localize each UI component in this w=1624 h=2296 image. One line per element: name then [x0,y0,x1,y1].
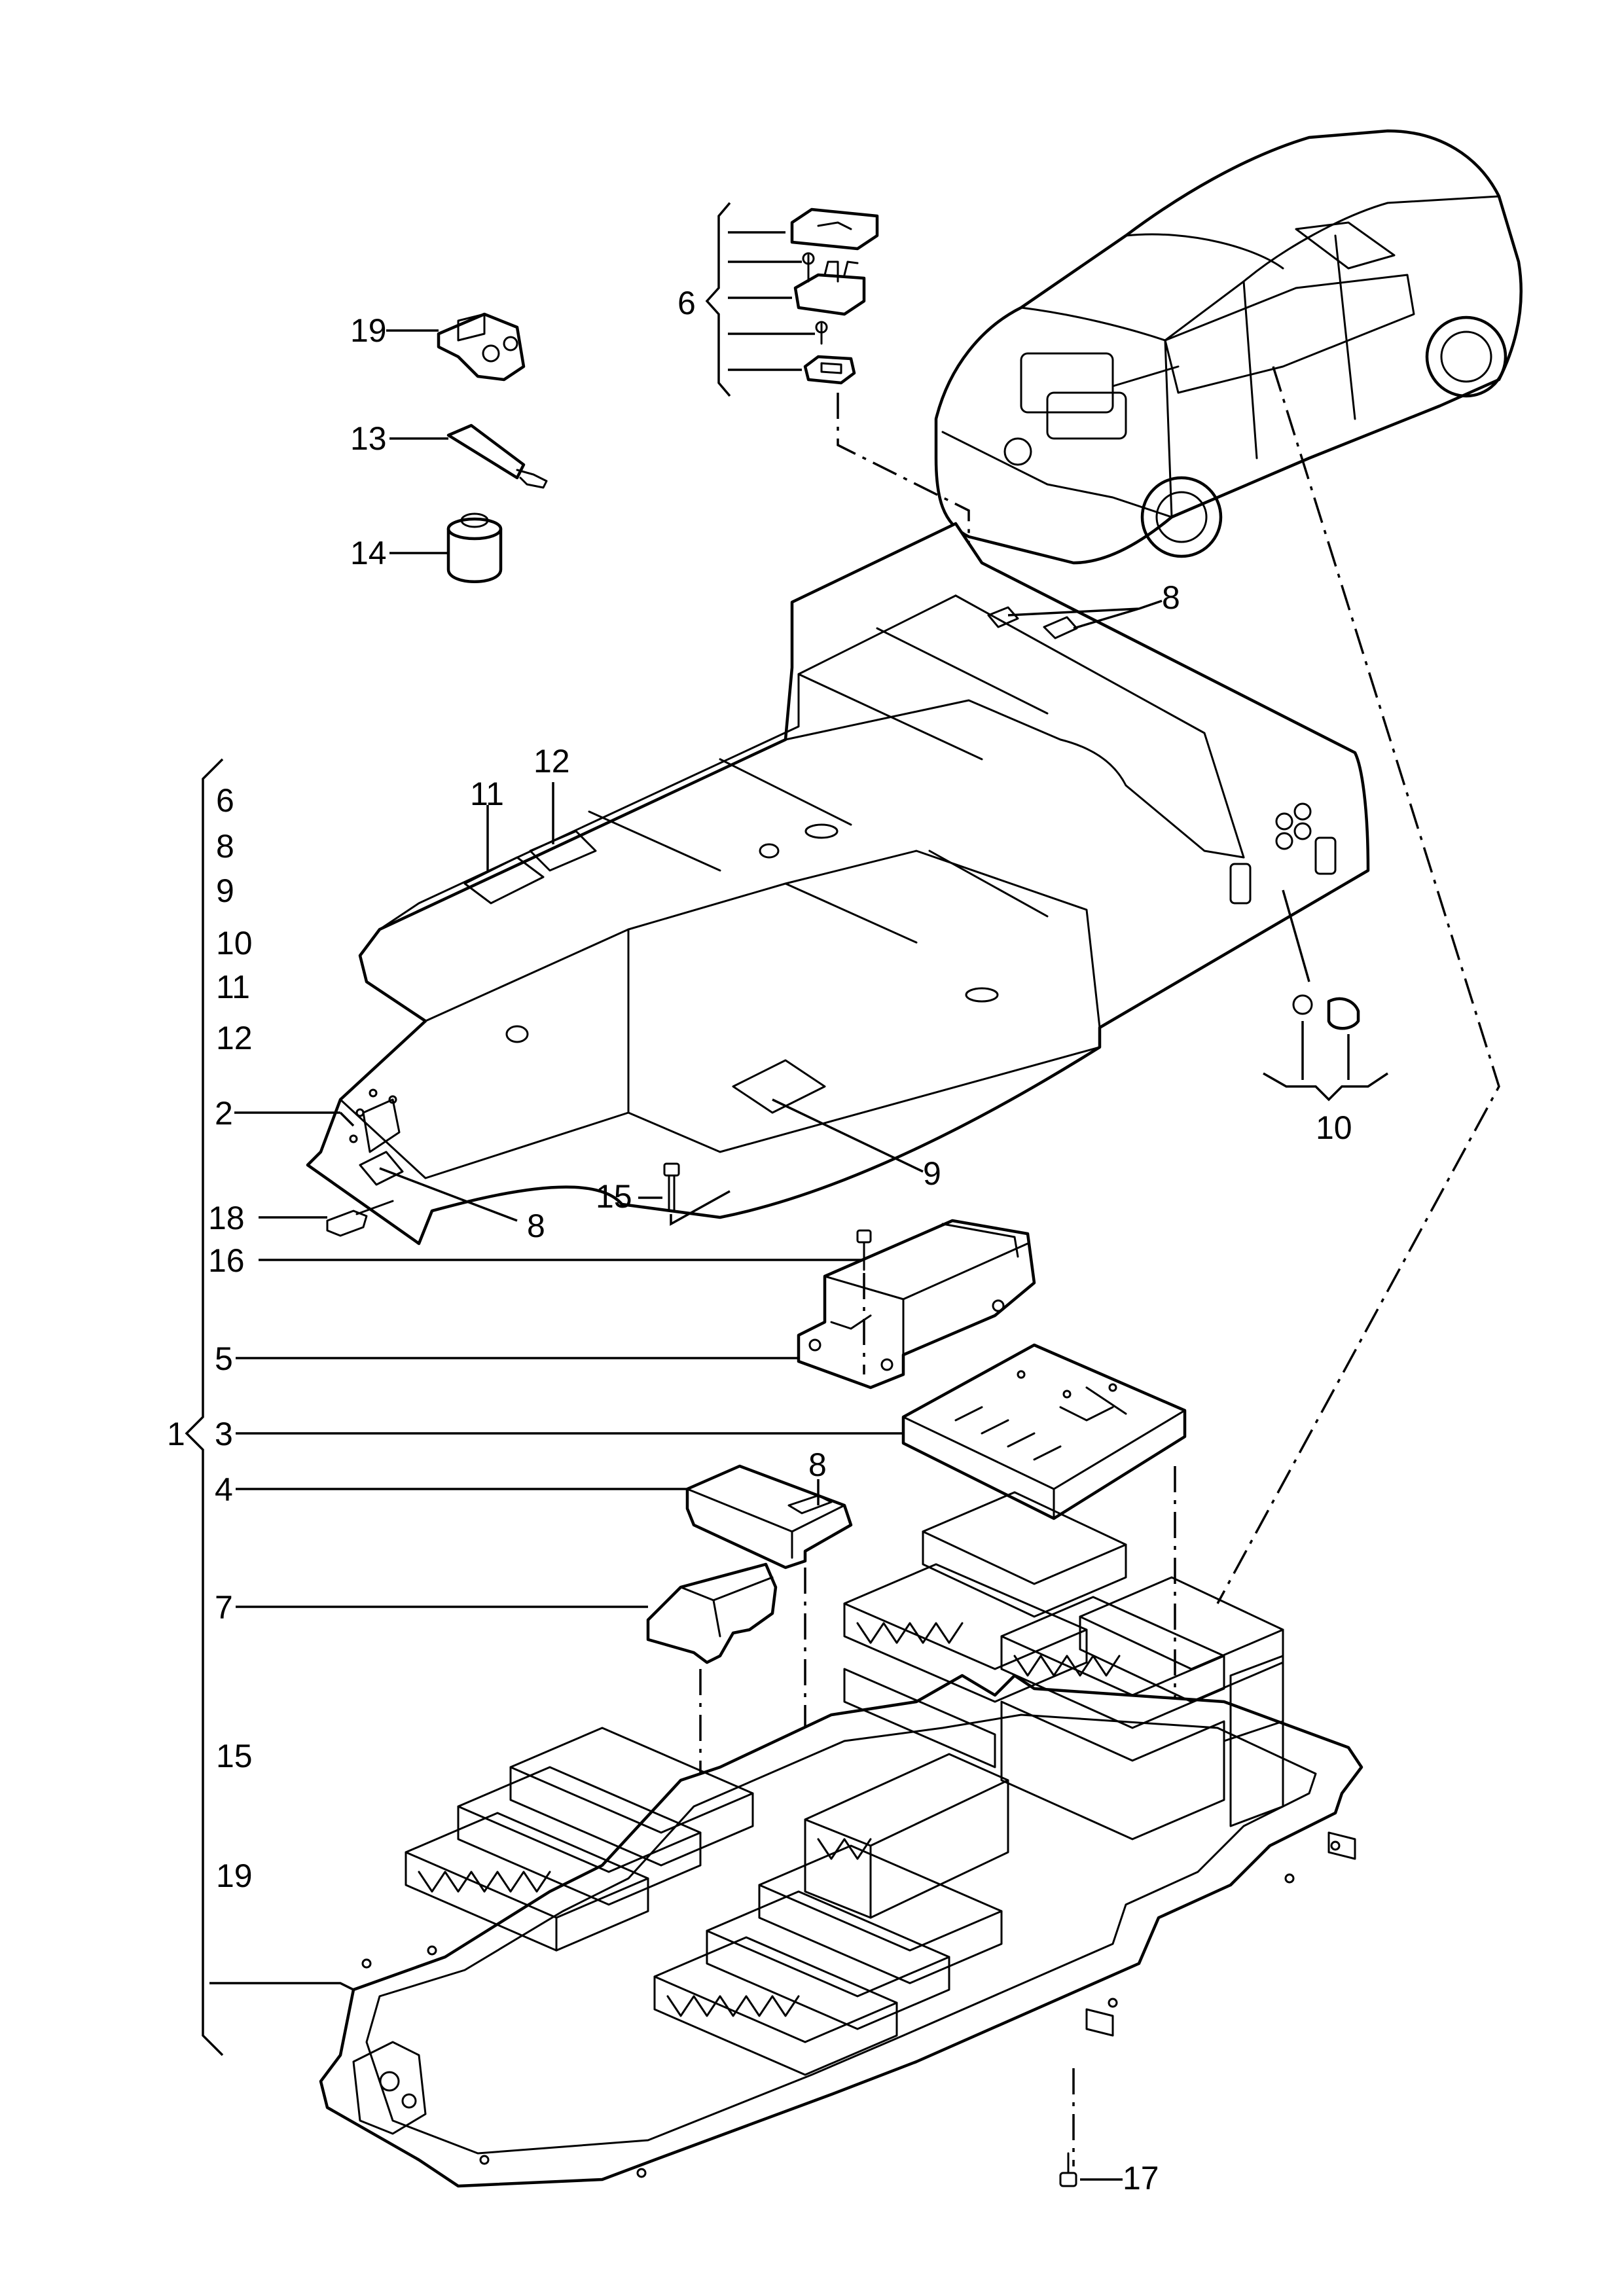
bracket-list-item: 12 [216,1020,253,1056]
part-4-module [685,1464,853,1570]
callout-12: 12 [533,743,570,780]
bracket-1 [185,758,224,2056]
callout-1: 1 [167,1416,185,1452]
callout-14: 14 [350,535,387,571]
callout-19: 19 [350,312,387,349]
bracket-list-item: 10 [216,925,253,961]
callout-16: 16 [208,1242,245,1279]
callout-9: 9 [923,1155,941,1192]
bracket-10 [1263,1072,1388,1102]
callout-15-mid: 15 [596,1178,632,1215]
callout-8-top: 8 [1162,579,1180,616]
callout-11: 11 [470,776,504,812]
callout-6-top: 6 [677,285,696,321]
callout-5: 5 [215,1340,233,1377]
bracket-list-item: 6 [216,782,234,819]
part-14-container [446,512,503,583]
bracket-list-item: 15 [216,1738,253,1774]
part-18-screw [326,1200,394,1237]
callout-10: 10 [1316,1109,1352,1146]
callout-17: 17 [1123,2160,1159,2197]
bracket-list-item: 11 [216,969,250,1005]
vehicle-illustration [934,129,1523,565]
bracket-list-item: 9 [216,872,234,909]
callout-13: 13 [350,420,387,457]
part-19-connector [437,312,526,382]
bracket-6 [705,202,731,397]
callout-8-module: 8 [808,1446,827,1483]
part-6-cover-assembly [790,207,879,385]
callout-4: 4 [215,1471,233,1508]
callout-7: 7 [215,1589,233,1626]
part-5-control-unit [797,1219,1036,1390]
callout-3: 3 [215,1416,233,1452]
part-16-screw [856,1229,872,1271]
part-3-plate [901,1343,1187,1520]
callout-18: 18 [208,1200,245,1236]
part-10-caps [1292,994,1360,1030]
callout-2: 2 [215,1095,233,1132]
part-7-housing [646,1562,778,1664]
bracket-list-item: 19 [216,1857,253,1894]
battery-tray [319,1491,1363,2188]
callout-8-left: 8 [527,1208,545,1244]
battery-cover [306,522,1370,1246]
bracket-list-item: 8 [216,828,234,865]
part-15-screw [663,1162,680,1212]
part-17-screw [1059,2068,1077,2187]
part-13-sealant-tube [446,423,548,489]
